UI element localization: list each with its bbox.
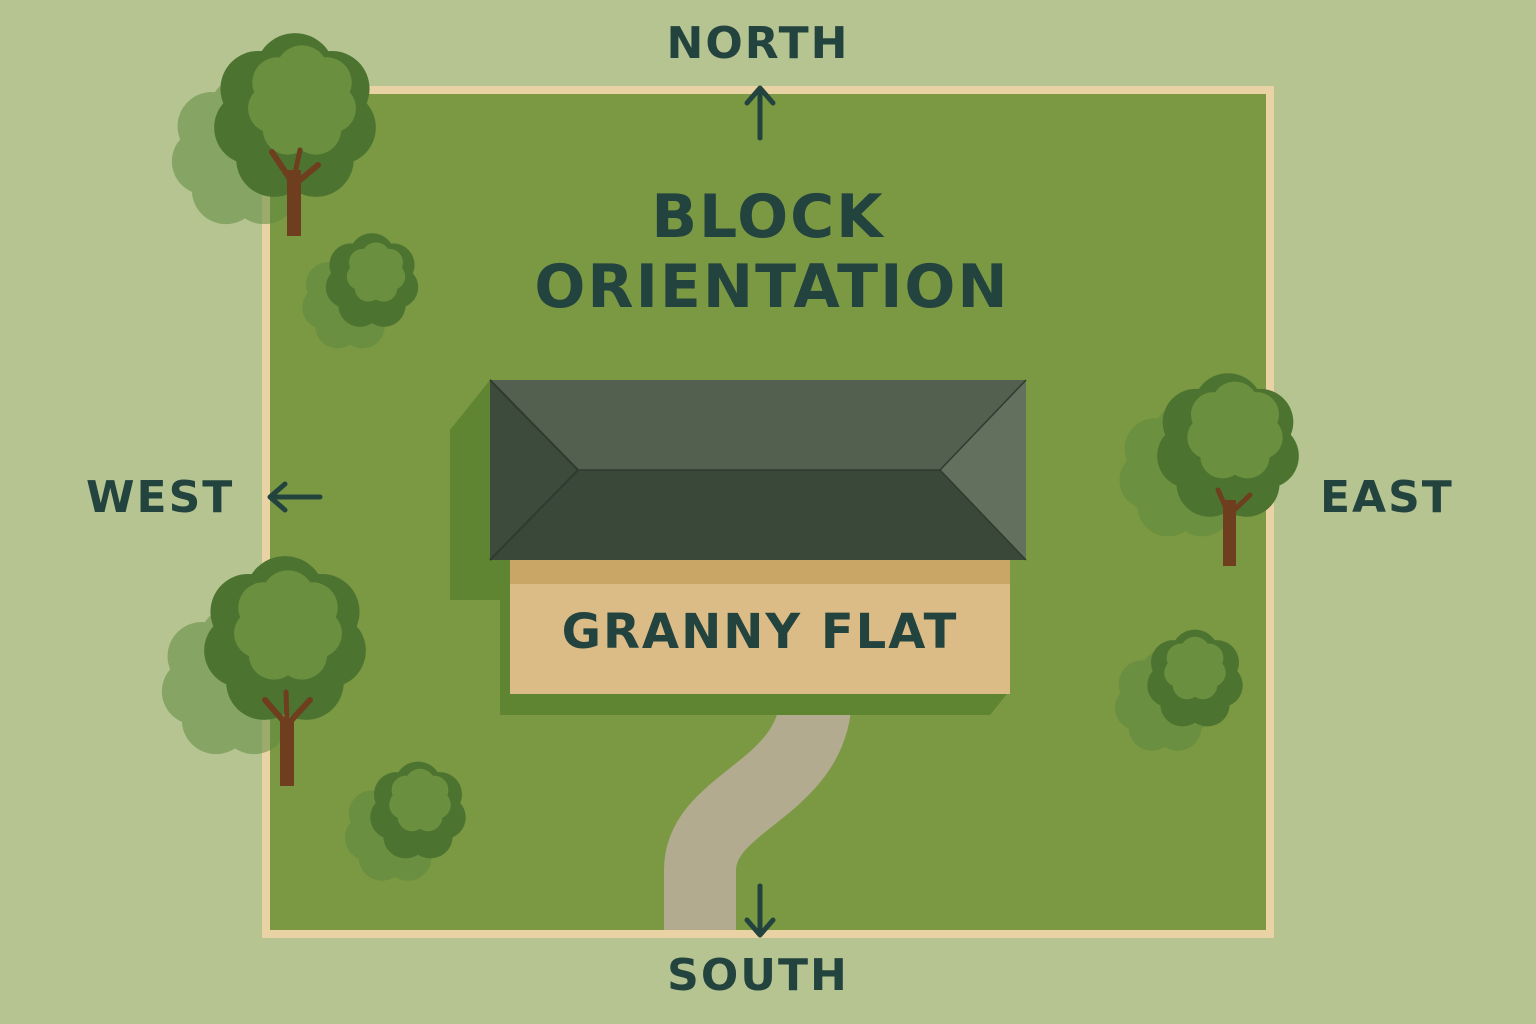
tree-icon bbox=[161, 556, 366, 786]
west-arrow-icon bbox=[267, 481, 323, 513]
bush-icon bbox=[1114, 629, 1243, 751]
granny-flat-label: GRANNY FLAT bbox=[561, 604, 959, 660]
north-label: NORTH bbox=[666, 18, 850, 69]
tree-icon bbox=[171, 33, 376, 236]
north-arrow-icon bbox=[744, 85, 776, 141]
garden-path bbox=[664, 691, 852, 930]
title-line-1: BLOCK bbox=[651, 182, 885, 252]
granny-flat-walls bbox=[510, 560, 1010, 694]
south-arrow-icon bbox=[744, 883, 776, 938]
tree-icon bbox=[1119, 373, 1299, 566]
south-label: SOUTH bbox=[667, 950, 849, 1001]
west-label: WEST bbox=[86, 472, 235, 523]
bush-icon bbox=[344, 761, 466, 881]
east-label: EAST bbox=[1320, 472, 1454, 523]
roof bbox=[489, 379, 1027, 561]
title-line-2: ORIENTATION bbox=[534, 252, 1010, 322]
